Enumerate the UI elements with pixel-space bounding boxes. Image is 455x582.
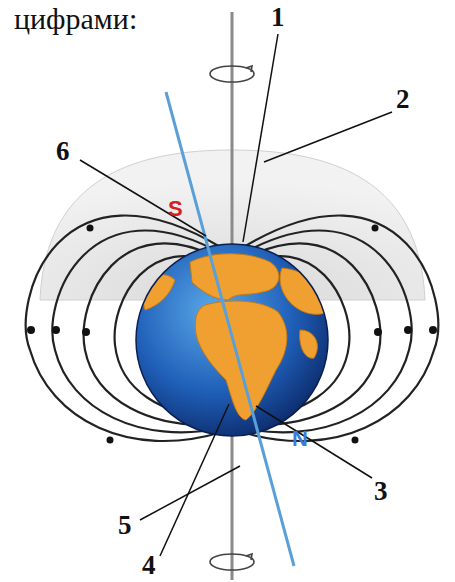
pole-letter: N: [292, 428, 308, 450]
callout-number: 4: [142, 552, 156, 579]
callout-number: 3: [374, 478, 388, 505]
callout-number: 5: [118, 512, 132, 539]
callout-number: 1: [271, 4, 285, 31]
callout-number: 2: [396, 86, 410, 113]
callout-number: 6: [56, 138, 70, 165]
pole-letter: S: [168, 198, 183, 220]
heading-text: цифрами:: [14, 4, 137, 34]
